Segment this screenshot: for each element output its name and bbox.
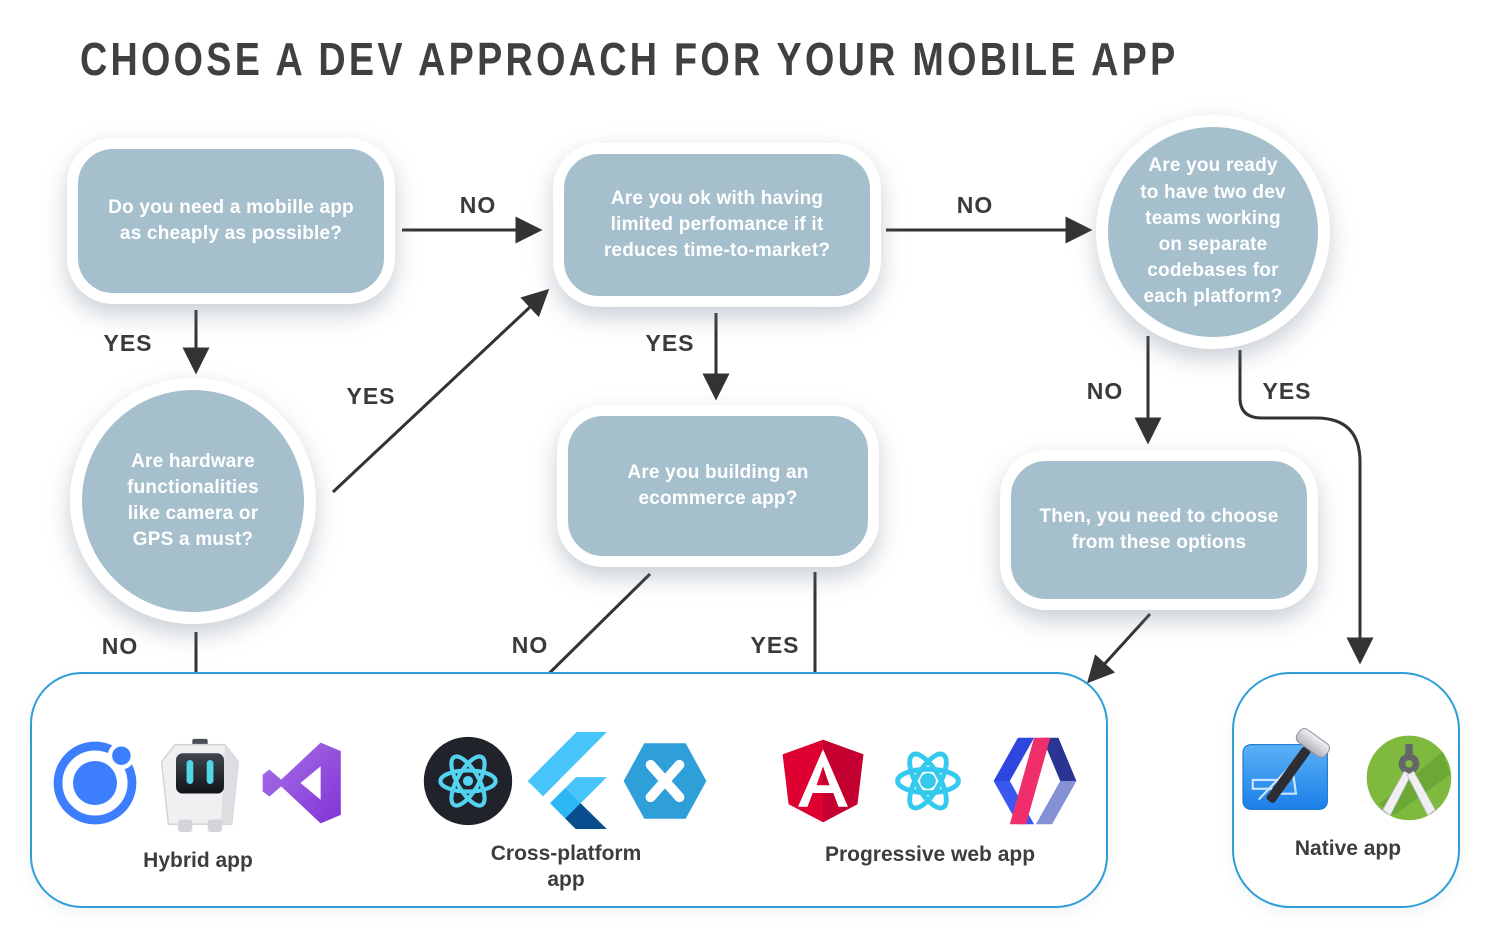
pwa-label: Progressive web app bbox=[824, 843, 1036, 866]
page-title: CHOOSE A DEV APPROACH FOR YOUR MOBILE AP… bbox=[80, 33, 1179, 85]
node-question-hardware-text: Are hardware functionalities like camera… bbox=[127, 450, 259, 551]
node-question-ecommerce: Are you building an ecommerce app? bbox=[557, 405, 879, 567]
outcome-hybrid: Hybrid app bbox=[48, 730, 348, 874]
node-choose-options: Then, you need to choose from these opti… bbox=[1000, 450, 1318, 610]
hybrid-label: Hybrid app bbox=[143, 849, 253, 872]
arrow-options-to-container bbox=[1086, 612, 1152, 684]
node-question-two-teams-text: Are you ready to have two dev teams work… bbox=[1140, 155, 1286, 308]
native-icon-row bbox=[1241, 728, 1456, 824]
node-question-performance: Are you ok with having limited perfomanc… bbox=[553, 143, 881, 307]
edge-label-hardware-no: NO bbox=[101, 633, 139, 659]
edge-label-two-teams-yes: YES bbox=[1262, 378, 1312, 404]
edge-label-cheap-yes: YES bbox=[103, 330, 153, 356]
visual-studio-icon bbox=[262, 742, 341, 824]
ionic-icon bbox=[53, 741, 137, 825]
node-question-performance-text: Are you ok with having limited perfomanc… bbox=[603, 187, 831, 262]
xamarin-icon bbox=[623, 742, 707, 819]
edge-label-cheap-no: NO bbox=[459, 192, 497, 218]
node-question-cheap: Do you need a mobille app as cheaply as … bbox=[67, 138, 395, 304]
edge-label-two-teams-no: NO bbox=[1086, 378, 1124, 404]
node-choose-options-text: Then, you need to choose from these opti… bbox=[1039, 505, 1279, 553]
edge-label-performance-yes: YES bbox=[645, 330, 695, 356]
node-question-cheap-text: Do you need a mobille app as cheaply as … bbox=[108, 196, 354, 244]
xcode-icon bbox=[1241, 728, 1330, 810]
node-question-two-teams: Are you ready to have two dev teams work… bbox=[1096, 115, 1330, 349]
cross-platform-icon-row bbox=[422, 732, 710, 829]
edge-label-ecommerce-no: NO bbox=[511, 632, 549, 658]
react-icon bbox=[895, 751, 961, 811]
react-native-icon bbox=[423, 736, 513, 825]
edge-label-performance-no: NO bbox=[956, 192, 994, 218]
polymer-icon bbox=[993, 737, 1077, 825]
cordova-icon bbox=[160, 738, 240, 832]
flutter-icon bbox=[527, 732, 607, 829]
edge-label-ecommerce-yes: YES bbox=[750, 632, 800, 658]
angular-icon bbox=[782, 739, 864, 823]
outcome-pwa: Progressive web app bbox=[780, 732, 1080, 868]
pwa-icon-row bbox=[780, 732, 1080, 830]
outcome-cross-platform: Cross-platform app bbox=[423, 732, 707, 892]
node-question-ecommerce-text: Are you building an ecommerce app? bbox=[627, 461, 809, 509]
edge-label-hardware-yes: YES bbox=[346, 383, 396, 409]
outcome-native: Native app bbox=[1241, 728, 1451, 862]
cross-platform-label: Cross-platform app bbox=[490, 842, 642, 891]
android-studio-icon bbox=[1366, 735, 1451, 821]
native-label: Native app bbox=[1294, 837, 1402, 860]
hybrid-icon-row bbox=[51, 730, 345, 836]
node-question-hardware: Are hardware functionalities like camera… bbox=[70, 378, 316, 624]
